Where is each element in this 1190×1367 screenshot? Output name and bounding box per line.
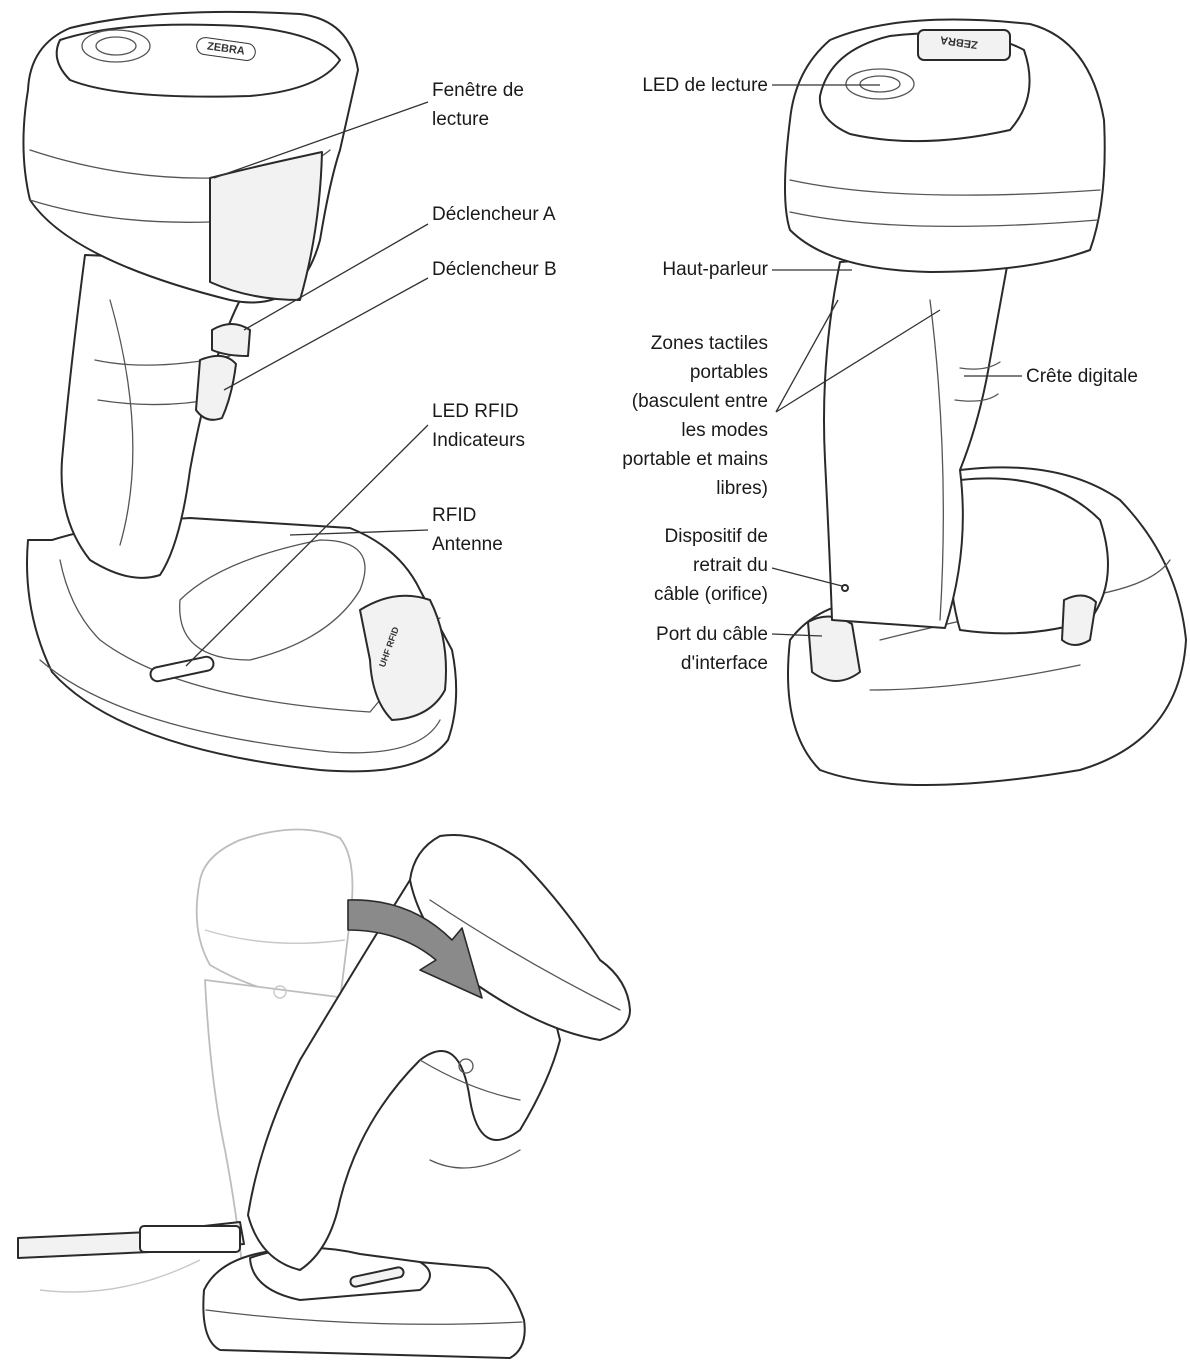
front-trigger-b [195, 354, 237, 421]
label-rfid-antenna: RFID Antenne [432, 505, 503, 555]
ghost-scanner-head [195, 828, 354, 1001]
label-trigger-a: Déclencheur A [432, 204, 556, 225]
label-cable-release: Dispositif de retrait du câble (orifice) [653, 526, 768, 605]
rear-handle [823, 249, 1011, 629]
label-read-window: Fenêtre de lecture [432, 80, 524, 130]
tilt-cradle-led [349, 1266, 405, 1288]
label-rfid-led: LED RFID Indicateurs [432, 401, 525, 451]
leader-rfid-antenna [289, 529, 429, 536]
rear-cable-release-hole [841, 584, 849, 592]
label-decode-led: LED de lecture [642, 75, 768, 96]
leader-touch-zone-a [775, 299, 839, 413]
leader-trigger-a [243, 223, 429, 331]
rear-logo-plate [917, 29, 1011, 61]
leader-rfid-led [185, 424, 429, 667]
label-trigger-b: Déclencheur B [432, 259, 557, 280]
leader-cable-release [771, 567, 843, 587]
front-top-cap [55, 23, 341, 98]
cable-strain-relief [139, 1225, 241, 1253]
label-touch-zones: Zones tactiles portables (basculent entr… [622, 333, 768, 499]
rear-decode-led [845, 68, 915, 100]
rear-view-scanner [784, 18, 1187, 786]
rear-interface-port [807, 615, 861, 682]
label-interface-port: Port du câble d'interface [656, 624, 768, 674]
label-speaker: Haut-parleur [662, 259, 768, 280]
tilt-illustration [17, 828, 631, 1359]
front-cradle-base [26, 517, 458, 773]
leader-read-window [213, 101, 429, 179]
front-trigger-a [211, 323, 251, 357]
front-rfid-led-bar [149, 655, 215, 683]
leader-trigger-b [223, 277, 429, 391]
front-scan-window [209, 151, 323, 301]
rear-cradle-badge [1061, 594, 1097, 646]
front-cradle-rfid-pad [359, 594, 447, 721]
front-view-scanner [22, 10, 458, 773]
tilt-motion-arrow [347, 899, 483, 999]
leader-interface-port [771, 633, 823, 637]
label-finger-ridge: Crête digitale [1026, 366, 1138, 387]
leader-touch-zone-b [775, 309, 941, 413]
front-decode-led [81, 29, 151, 63]
